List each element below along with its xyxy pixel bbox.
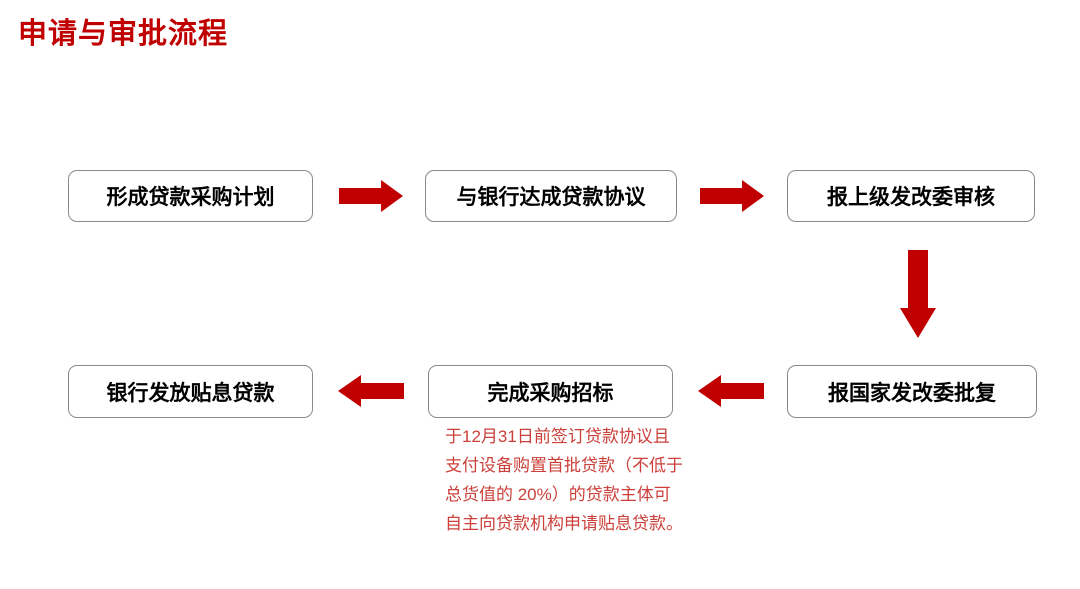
flow-step-label: 报上级发改委审核: [827, 186, 995, 209]
annotation-line: 于12月31日前签订贷款协议且: [445, 427, 670, 446]
page-title: 申请与审批流程: [18, 18, 229, 50]
annotation-line: 支付设备购置首批贷款（不低于: [445, 456, 683, 475]
annotation-note: 于12月31日前签订贷款协议且 支付设备购置首批贷款（不低于 总货值的 20%）…: [445, 422, 683, 538]
flow-step-label: 完成采购招标: [487, 381, 614, 405]
arrow-down-icon: [900, 250, 936, 338]
flow-step-label: 形成贷款采购计划: [106, 186, 275, 209]
annotation-line: 总货值的 20%）的贷款主体可: [445, 485, 671, 504]
arrow-right-icon: [700, 180, 764, 212]
flow-step-complete-procurement-bidding: 完成采购招标: [428, 365, 673, 418]
flow-step-label: 与银行达成贷款协议: [456, 186, 646, 209]
arrow-left-icon: [698, 375, 764, 407]
arrow-left-icon: [338, 375, 404, 407]
flow-step-form-loan-procurement-plan: 形成贷款采购计划: [68, 170, 313, 222]
flow-step-report-to-national-ndrc-approval: 报国家发改委批复: [787, 365, 1037, 418]
flow-step-bank-issues-discount-loan: 银行发放贴息贷款: [68, 365, 313, 418]
flow-step-reach-loan-agreement-with-bank: 与银行达成贷款协议: [425, 170, 677, 222]
flow-step-label: 银行发放贴息贷款: [106, 381, 275, 405]
arrow-right-icon: [339, 180, 403, 212]
flow-step-report-to-superior-ndrc-review: 报上级发改委审核: [787, 170, 1035, 222]
annotation-line: 自主向贷款机构申请贴息贷款。: [445, 514, 683, 533]
flow-step-label: 报国家发改委批复: [828, 381, 996, 405]
